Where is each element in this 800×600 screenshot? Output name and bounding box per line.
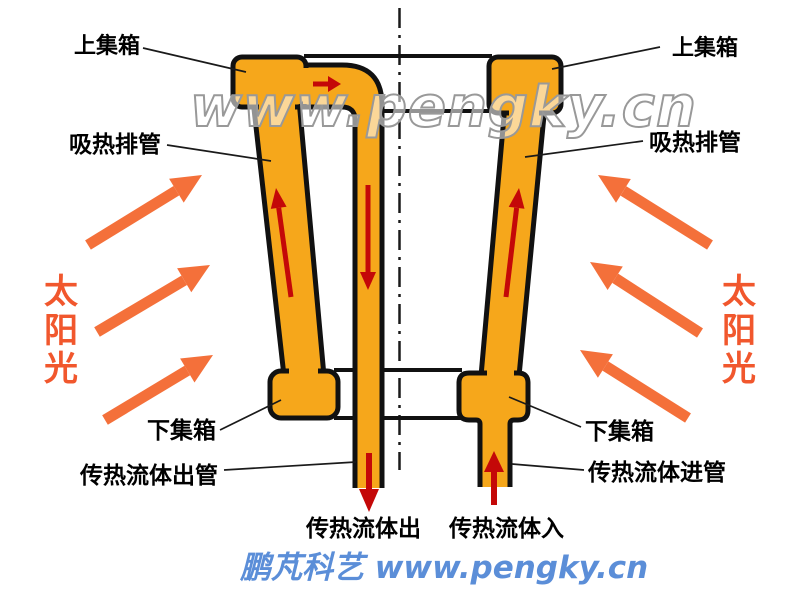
label-fluid-in: 传热流体入 bbox=[448, 515, 564, 542]
svg-text:光: 光 bbox=[44, 349, 78, 389]
seam-patch bbox=[509, 108, 539, 118]
outlet-elbow-pipe-fill bbox=[303, 65, 382, 488]
watermark-text: www.pengky.cn bbox=[190, 75, 697, 140]
sun-arrows-left bbox=[85, 175, 213, 425]
flow-arrow-elbow-right bbox=[313, 76, 341, 92]
leader-inlet-pipe bbox=[511, 463, 585, 471]
lower-header-left-box bbox=[267, 368, 341, 421]
sunlight-text-left: 太 阳 光 bbox=[44, 272, 78, 389]
label-lower-header-left: 下集箱 bbox=[147, 417, 216, 444]
leader-absorber-left bbox=[166, 144, 272, 162]
leader-outlet-pipe bbox=[223, 461, 357, 471]
label-absorber-right: 吸热排管 bbox=[649, 129, 741, 156]
leader-absorber-right bbox=[524, 140, 644, 158]
seam-patch bbox=[487, 367, 514, 377]
flow-arrow-fluid-out bbox=[359, 453, 379, 512]
seam-patch bbox=[289, 367, 318, 377]
flow-arrow-downcomer bbox=[360, 185, 376, 290]
leader-lower-header-right bbox=[508, 396, 582, 428]
label-absorber-left: 吸热排管 bbox=[69, 131, 161, 158]
seam-patch bbox=[259, 101, 295, 112]
leader-lower-header-left bbox=[219, 399, 282, 431]
svg-text:光: 光 bbox=[722, 349, 756, 389]
branding-text: 鹏芃科艺 www.pengky.cn bbox=[239, 550, 648, 586]
flow-arrow-left-tube-up bbox=[270, 188, 294, 298]
sunlight-text-right: 太 阳 光 bbox=[722, 272, 756, 389]
leader-upper-header-right bbox=[551, 46, 661, 70]
svg-text:阳: 阳 bbox=[44, 311, 78, 351]
leader-upper-header-left bbox=[142, 47, 247, 73]
seam-patch bbox=[303, 68, 310, 104]
label-outlet-pipe: 传热流体出管 bbox=[79, 462, 218, 489]
svg-text:太: 太 bbox=[722, 272, 756, 312]
label-lower-header-right: 下集箱 bbox=[585, 418, 654, 445]
svg-text:太: 太 bbox=[44, 272, 78, 312]
svg-text:阳: 阳 bbox=[722, 311, 756, 351]
lower-header-right-fill bbox=[459, 373, 528, 487]
sun-arrows-right bbox=[580, 175, 713, 423]
label-fluid-out: 传热流体出 bbox=[305, 515, 421, 542]
outlet-elbow-pipe-outline bbox=[301, 62, 385, 488]
label-upper-header-left: 上集箱 bbox=[74, 33, 140, 59]
flow-arrow-right-tube-up bbox=[503, 188, 525, 298]
flow-arrow-fluid-in bbox=[484, 451, 504, 505]
label-inlet-pipe: 传热流体进管 bbox=[587, 459, 726, 486]
label-upper-header-right: 上集箱 bbox=[672, 35, 738, 61]
